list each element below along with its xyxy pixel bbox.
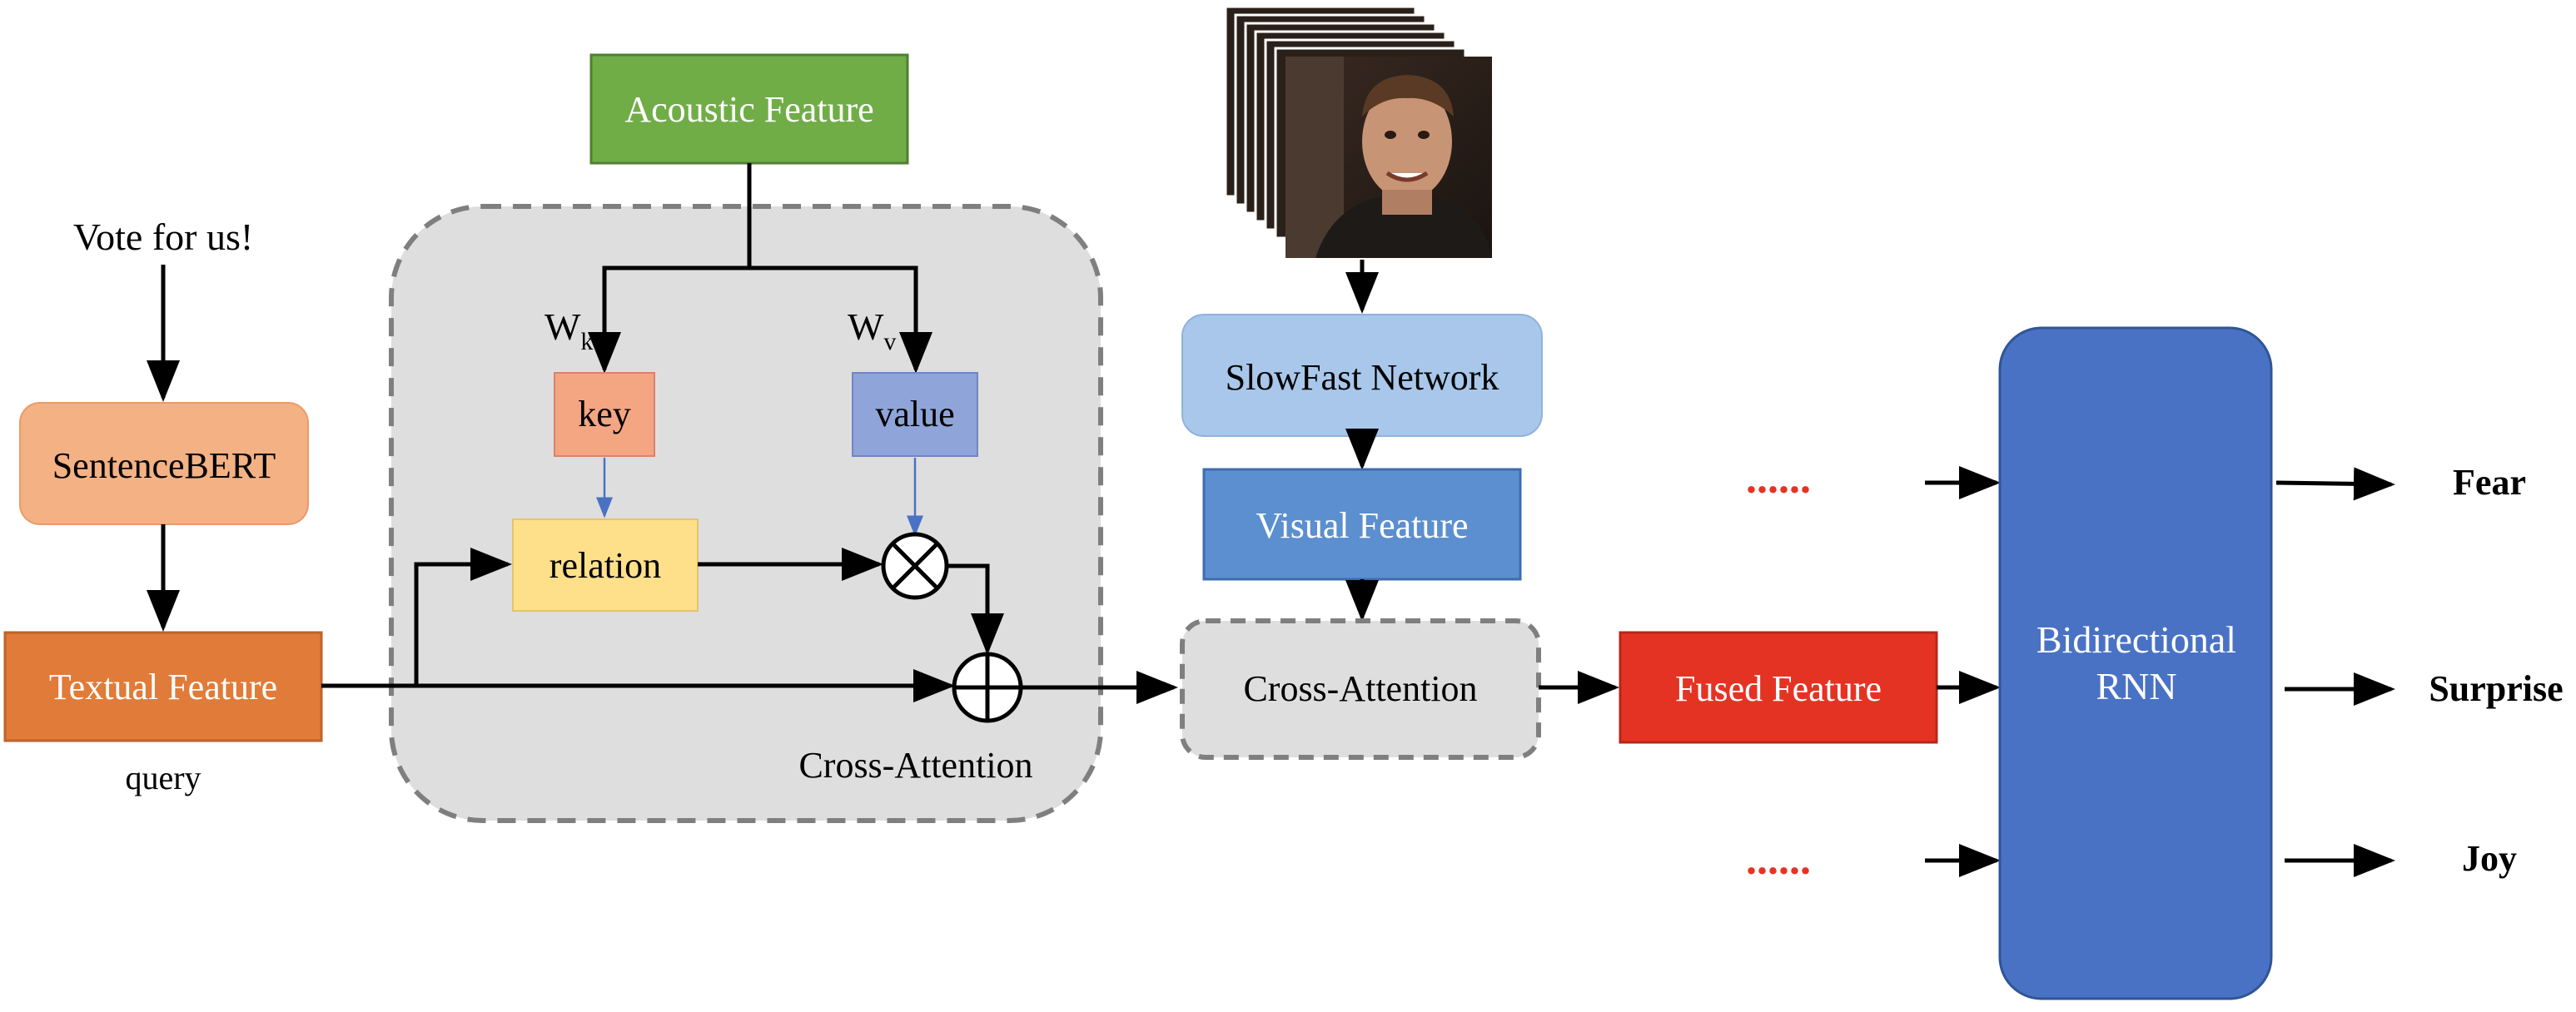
face-video-frames-image — [1224, 5, 1492, 258]
fused-feature-box — [1619, 631, 1938, 744]
value-label: value — [875, 394, 954, 434]
arrow-acoustic-to-value — [749, 265, 932, 374]
relation-label: relation — [550, 545, 661, 586]
textual-feature-label: Textual Feature — [49, 667, 277, 707]
visual-feature-label: Visual Feature — [1256, 505, 1468, 546]
visual-feature-box — [1202, 468, 1522, 581]
key-box — [554, 372, 655, 457]
key-label: key — [578, 394, 631, 434]
input-sentence: Vote for us! — [73, 216, 253, 258]
cross-attention-label-1: Cross-Attention — [798, 745, 1032, 786]
slowfast-network-label: SlowFast Network — [1226, 357, 1499, 398]
output-fear: Fear — [2453, 462, 2526, 503]
arrow-multiply-to-add — [947, 563, 1004, 655]
value-box — [852, 372, 978, 457]
wv-label: Wv — [848, 305, 896, 355]
sentence-bert-label: SentenceBERT — [52, 445, 276, 486]
relation-box — [512, 518, 699, 612]
circled-times-icon — [881, 532, 949, 600]
arrow-textual-to-relation — [414, 548, 512, 686]
ellipsis-top: ...... — [1746, 455, 1811, 503]
query-label: query — [125, 759, 201, 796]
bidirectional-rnn-label-line1: Bidirectional — [2036, 618, 2236, 661]
output-joy: Joy — [2462, 838, 2517, 879]
output-surprise: Surprise — [2429, 668, 2563, 709]
textual-feature-box — [3, 631, 323, 742]
arrow-acoustic-to-key — [588, 265, 749, 374]
cross-attention-label-2: Cross-Attention — [1243, 668, 1477, 709]
fused-feature-label: Fused Feature — [1675, 668, 1882, 709]
circled-plus-icon — [952, 652, 1023, 723]
cross-attention-container — [389, 204, 1103, 823]
acoustic-feature-label: Acoustic Feature — [624, 89, 873, 130]
wk-label: Wk — [545, 305, 593, 355]
ellipsis-bottom: ...... — [1746, 836, 1811, 884]
cross-attention-box-2 — [1180, 618, 1541, 760]
arrow-birnn-to-fear — [2275, 467, 2395, 501]
bidirectional-rnn-label-line2: RNN — [2096, 665, 2176, 707]
bidirectional-rnn-box — [1998, 326, 2273, 1000]
